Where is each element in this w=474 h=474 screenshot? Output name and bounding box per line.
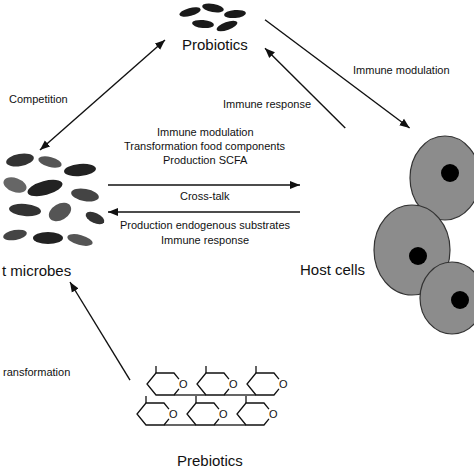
atom-label: O — [168, 408, 179, 421]
node-label: t microbes — [2, 262, 71, 280]
sugar-ring — [187, 403, 219, 425]
organism-group: Prebiotics — [130, 362, 290, 472]
microbe-shape — [84, 209, 106, 227]
edge-label: Immune modulation — [352, 64, 451, 77]
microbe-shape — [26, 177, 64, 200]
sugar-ring — [247, 373, 279, 395]
edge-label: Production SCFA — [162, 154, 248, 167]
host-illustration — [300, 128, 474, 335]
host-cell — [420, 262, 474, 334]
side-bond — [145, 396, 146, 403]
annotation-label: Cross-talk — [179, 190, 231, 203]
node-label: Host cells — [300, 261, 365, 279]
atom-label: O — [278, 378, 289, 391]
side-bond — [155, 366, 156, 373]
atom-label: O — [178, 378, 189, 391]
sugar-ring — [197, 373, 229, 395]
cell-nucleus — [441, 164, 459, 182]
organism-group: t microbes — [0, 150, 108, 282]
bacterium-shape — [215, 18, 238, 33]
connector-arrow — [108, 184, 300, 185]
organism-group: Host cells — [300, 128, 474, 335]
cell-nucleus — [409, 247, 427, 265]
microbe-shape — [9, 203, 42, 218]
microbe-shape — [1, 174, 28, 195]
node-label: Probiotics — [182, 36, 248, 54]
glycosidic-bond — [164, 424, 196, 425]
edge-label: Immune response — [222, 98, 312, 111]
bacterium-shape — [224, 9, 247, 19]
connector-arrow — [108, 211, 300, 212]
microbe-shape — [70, 187, 100, 204]
edge-label: Production endogenous substrates — [119, 219, 291, 232]
annotation-label: Transformation food components — [123, 140, 286, 153]
side-bond — [245, 396, 246, 403]
microbe-shape — [5, 152, 35, 169]
connector-arrow — [70, 282, 130, 380]
microbe-shape — [33, 232, 63, 244]
atom-label: O — [218, 408, 229, 421]
side-bond — [205, 366, 206, 373]
annotation-label: Immune modulation — [156, 126, 255, 139]
bacterium-shape — [201, 2, 224, 14]
bacterium-shape — [192, 19, 215, 29]
sugar-ring — [147, 373, 179, 395]
bacterium-shape — [178, 5, 201, 18]
annotation-label: Immune response — [160, 234, 250, 247]
side-bond — [255, 366, 256, 373]
glycosidic-bond — [214, 424, 246, 425]
cell-nucleus — [451, 291, 469, 309]
node-label: Prebiotics — [177, 452, 243, 470]
microbe-shape — [66, 232, 94, 248]
microbe-shape — [46, 199, 75, 225]
cell-body — [420, 262, 474, 334]
sugar-ring — [237, 403, 269, 425]
side-bond — [195, 396, 196, 403]
atom-label: O — [268, 408, 279, 421]
microbe-shape — [64, 163, 97, 178]
connector-arrow — [265, 48, 345, 128]
microbe-shape — [2, 228, 27, 242]
glycosidic-bond — [174, 394, 206, 395]
glycosidic-bond — [224, 394, 256, 395]
sugar-ring — [137, 403, 169, 425]
edge-label: Competition — [8, 93, 69, 106]
atom-label: O — [228, 378, 239, 391]
organism-group: Probiotics — [165, 0, 265, 58]
microbe-shape — [37, 154, 63, 170]
edge-label: ransformation — [2, 366, 71, 379]
